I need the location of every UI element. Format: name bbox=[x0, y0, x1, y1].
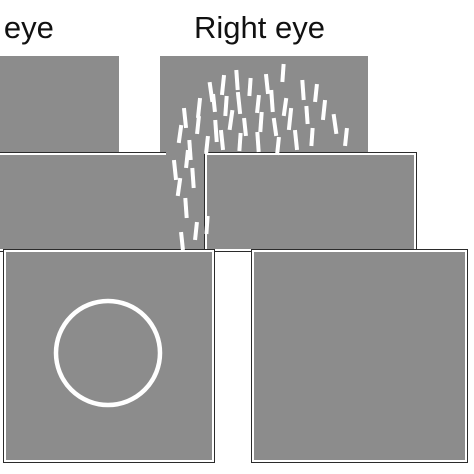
left-eye-front-panel bbox=[4, 250, 214, 462]
right-eye-label: Right eye bbox=[194, 10, 325, 45]
right-eye-front-panel bbox=[252, 250, 467, 462]
left-eye-back-panel bbox=[0, 56, 119, 152]
left-eye-middle-panel bbox=[0, 153, 168, 251]
right-eye-back-panel bbox=[160, 56, 368, 156]
left-eye-label: ft eye bbox=[0, 10, 54, 45]
right-eye-middle-panel bbox=[205, 153, 416, 251]
